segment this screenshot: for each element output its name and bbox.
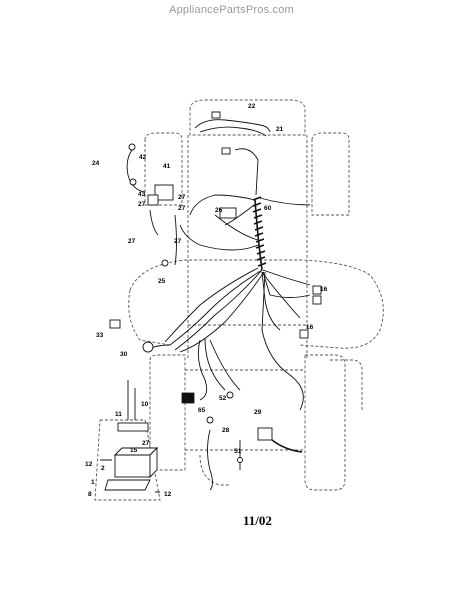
callout-15: 15 <box>130 447 138 454</box>
callout-1: 1 <box>91 479 95 486</box>
site-watermark: AppliancePartsPros.com <box>169 4 294 16</box>
callout-28: 28 <box>222 427 230 434</box>
spiral-loom <box>252 196 267 267</box>
callout-27-e: 27 <box>174 238 182 245</box>
callout-24: 24 <box>92 160 100 167</box>
battery-assembly <box>100 380 160 493</box>
main-harness <box>147 148 311 411</box>
callout-65: 65 <box>198 407 206 414</box>
callout-52: 52 <box>219 395 227 402</box>
callout-42: 42 <box>139 154 147 161</box>
callout-27-b: 27 <box>178 194 186 201</box>
callout-16-a: 16 <box>320 286 328 293</box>
callout-27-f: 27 <box>142 440 150 447</box>
callout-8: 8 <box>88 491 92 498</box>
date-code: 11/02 <box>243 513 272 528</box>
callout-43: 43 <box>138 191 146 198</box>
front-harness <box>194 111 271 155</box>
callout-29: 29 <box>254 409 262 416</box>
callout-27-d: 27 <box>128 238 136 245</box>
callout-26: 26 <box>215 207 223 214</box>
callout-41: 41 <box>163 163 171 170</box>
callout-2: 2 <box>101 465 105 472</box>
callout-12-b: 12 <box>164 491 172 498</box>
callout-22: 22 <box>248 103 256 110</box>
callout-27-c: 27 <box>178 205 186 212</box>
callout-25: 25 <box>158 278 166 285</box>
callout-21: 21 <box>276 126 284 133</box>
callout-33: 33 <box>96 332 104 339</box>
lower-wiring <box>206 391 243 491</box>
left-components <box>109 143 177 353</box>
callout-60: 60 <box>264 205 272 212</box>
right-connectors <box>181 207 322 453</box>
callout-10: 10 <box>141 401 149 408</box>
callout-12-a: 12 <box>85 461 93 468</box>
callout-51: 51 <box>234 448 242 455</box>
callout-30: 30 <box>120 351 128 358</box>
callout-27-a: 27 <box>138 201 146 208</box>
callout-labels: 22 21 24 42 41 43 27 27 27 27 27 60 26 2… <box>85 103 328 498</box>
tractor-outline <box>94 99 384 501</box>
callout-16-b: 16 <box>306 324 314 331</box>
callout-11: 11 <box>115 411 122 418</box>
